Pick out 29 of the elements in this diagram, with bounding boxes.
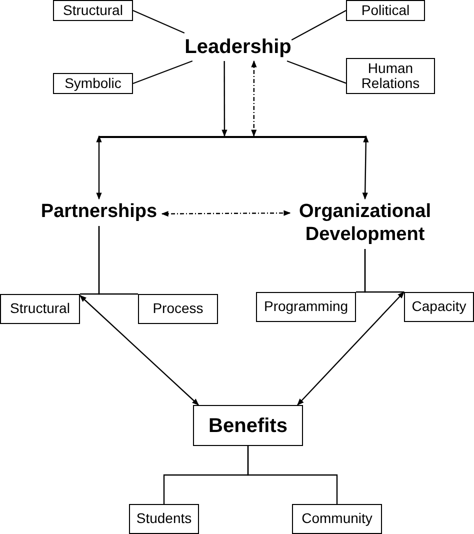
connector-line (291, 10, 346, 41)
heading-text: Organizational Development (290, 199, 440, 249)
arrow (222, 61, 228, 137)
connector-line (132, 10, 185, 34)
label-box: Symbolic (53, 73, 133, 94)
label-box: Human Relations (346, 58, 435, 94)
label-box: Structural (53, 0, 133, 21)
label-box: Capacity (404, 292, 474, 322)
arrow (362, 135, 369, 200)
heading-text: Leadership (181, 33, 295, 61)
connector-line (286, 60, 346, 84)
label-box: Programming (256, 292, 356, 322)
arrow (251, 60, 257, 137)
label-box: Community (292, 504, 382, 534)
label-box: Process (138, 294, 218, 324)
arrow (79, 295, 200, 406)
arrow (297, 292, 404, 406)
label-box: Structural (0, 294, 80, 324)
connector-line (364, 249, 404, 293)
label-box: Benefits (193, 405, 303, 446)
arrow (161, 210, 291, 217)
bus-line (99, 136, 366, 138)
label-box: Students (129, 504, 199, 534)
label-box: Political (346, 0, 425, 21)
heading-text: Partnerships (36, 199, 162, 226)
connector-line (132, 60, 193, 84)
arrow (96, 135, 102, 200)
connector-line (98, 226, 138, 295)
connector-line (247, 446, 338, 504)
